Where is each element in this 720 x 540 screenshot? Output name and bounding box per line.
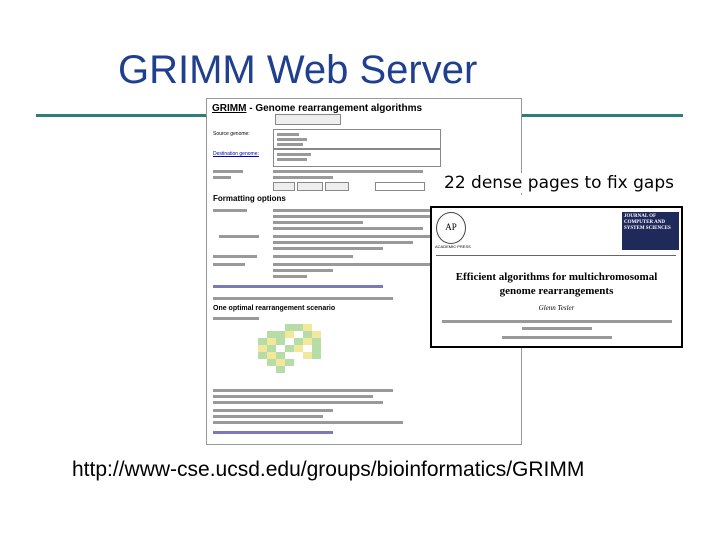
journal-badge: JOURNAL OF COMPUTER AND SYSTEM SCIENCES [622, 212, 679, 250]
grimm-url[interactable]: http://www-cse.ucsd.edu/groups/bioinform… [72, 458, 585, 481]
publisher-logo: AP [436, 212, 466, 244]
paper-author: Glenn Tesler [538, 304, 575, 312]
rearrangement-scenario-table [213, 324, 403, 373]
source-genome-textarea[interactable] [273, 129, 441, 149]
format-select[interactable] [375, 182, 425, 191]
formatting-options-heading: Formatting options [213, 194, 286, 203]
publisher-name: ACADEMIC PRESS [435, 244, 471, 249]
paper-title: Efficient algorithms for multichromosoma… [432, 270, 681, 298]
optimal-scenario-heading: One optimal rearrangement scenario [213, 305, 336, 312]
paper-title-line-1: Efficient algorithms for multichromosoma… [455, 271, 658, 283]
paper-front-page: AP ACADEMIC PRESS JOURNAL OF COMPUTER AN… [430, 206, 683, 348]
reset-button[interactable] [297, 182, 323, 191]
header-rule [436, 255, 676, 256]
grimm-web-page-screenshot: GRIMM - Genome rearrangement algorithms … [206, 98, 522, 445]
destination-genome-label[interactable]: Destination genome: [213, 151, 259, 157]
grimm-heading-rest: - Genome rearrangement algorithms [246, 103, 423, 114]
destination-genome-textarea[interactable] [273, 149, 441, 167]
top-button[interactable] [275, 114, 341, 125]
grimm-heading-prefix: GRIMM [212, 103, 247, 114]
slide-title: GRIMM Web Server [118, 48, 478, 92]
run-button[interactable] [273, 182, 295, 191]
example-button[interactable] [325, 182, 349, 191]
paper-title-line-2: genome rearrangements [499, 285, 614, 297]
overlay-caption: 22 dense pages to fix gaps [442, 173, 676, 193]
caption-background [430, 195, 522, 209]
source-genome-label: Source genome: [213, 131, 250, 137]
grimm-heading: GRIMM - Genome rearrangement algorithms [212, 103, 521, 114]
